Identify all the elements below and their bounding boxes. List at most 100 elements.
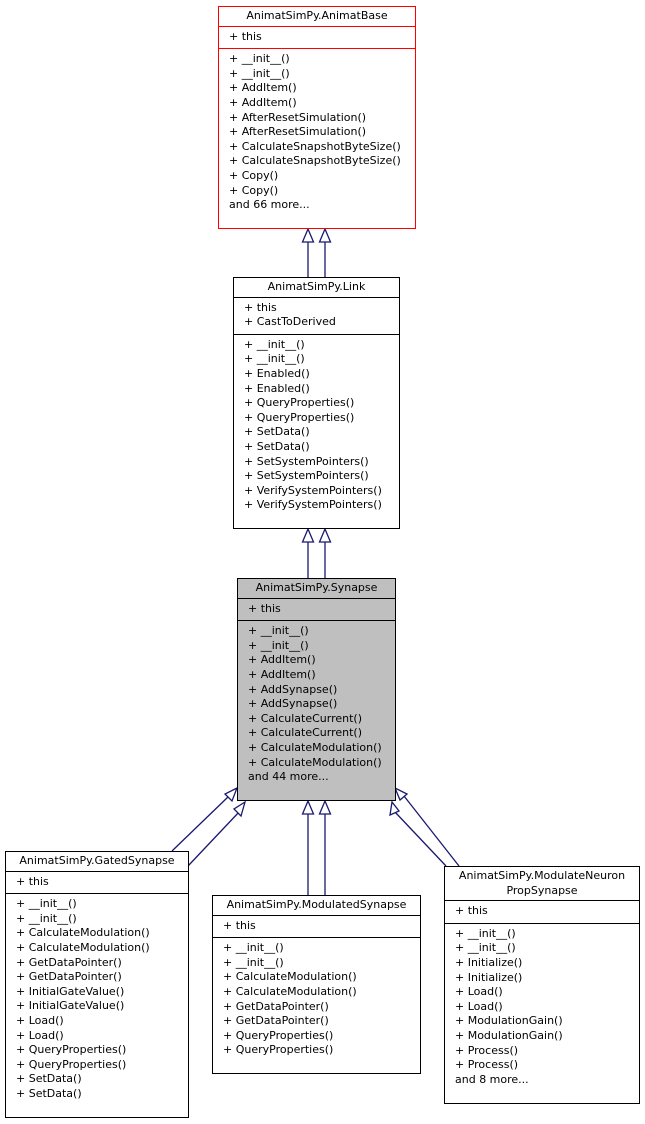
- method-list: + __init__() + __init__() + AddItem() + …: [238, 620, 395, 789]
- arrow-gated-to-synapse-1: [171, 795, 230, 852]
- arrowhead-synapse-link-2: [318, 527, 332, 543]
- method-item: + SetData(): [244, 425, 310, 439]
- class-name: AnimatSimPy.Link: [267, 280, 366, 293]
- method-item: + AfterResetSimulation(): [229, 110, 367, 124]
- class-box-modulateneuronpropsynapse[interactable]: AnimatSimPy.ModulateNeuron PropSynapse +…: [444, 866, 640, 1104]
- method-item: + CalculateSnapshotByteSize(): [229, 139, 401, 153]
- class-box-modulatedsynapse[interactable]: AnimatSimPy.ModulatedSynapse + this + __…: [212, 895, 421, 1074]
- class-box-link[interactable]: AnimatSimPy.Link + this + CastToDerived …: [233, 277, 400, 529]
- more-methods-link[interactable]: and 44 more...: [248, 770, 329, 784]
- class-box-synapse[interactable]: AnimatSimPy.Synapse + this + __init__() …: [237, 578, 396, 801]
- arrowhead-link-base-1: [301, 227, 315, 243]
- attribute-item: + this: [248, 601, 281, 615]
- method-item: + AfterResetSimulation(): [229, 125, 367, 139]
- arrowhead-modprop-synapse-2: [389, 800, 401, 817]
- method-item: + __init__(): [248, 638, 309, 652]
- method-item: + Load(): [455, 999, 503, 1013]
- more-methods-link[interactable]: and 8 more...: [455, 1072, 529, 1086]
- method-list: + __init__() + __init__() + Enabled() + …: [234, 333, 399, 517]
- method-item: + __init__(): [229, 52, 290, 66]
- arrowhead-modprop-synapse-1: [393, 786, 409, 802]
- method-item: + __init__(): [248, 624, 309, 638]
- class-name: AnimatSimPy.ModulatedSynapse: [226, 898, 407, 911]
- method-item: + CalculateSnapshotByteSize(): [229, 154, 401, 168]
- method-item: + CalculateModulation(): [248, 740, 382, 754]
- method-item: + SetSystemPointers(): [244, 454, 369, 468]
- class-name: AnimatSimPy.ModulateNeuron PropSynapse: [445, 867, 639, 900]
- method-item: + CalculateModulation(): [223, 970, 357, 984]
- arrowhead-modulated-synapse-1: [301, 799, 315, 815]
- attribute-list: + this: [6, 870, 188, 894]
- method-item: + CalculateCurrent(): [248, 711, 362, 725]
- attribute-item: + this: [16, 874, 49, 888]
- method-item: + __init__(): [223, 955, 284, 969]
- more-methods-link[interactable]: and 66 more...: [229, 198, 310, 212]
- method-item: + SetSystemPointers(): [244, 469, 369, 483]
- method-item: + SetData(): [16, 1086, 82, 1100]
- attribute-item: + this: [223, 918, 256, 932]
- method-item: + QueryProperties(): [223, 1028, 334, 1042]
- class-name: AnimatSimPy.Synapse: [255, 581, 378, 594]
- method-item: + GetDataPointer(): [223, 1014, 329, 1028]
- method-item: + CalculateModulation(): [16, 926, 150, 940]
- arrow-modprop-to-synapse-1: [394, 811, 447, 867]
- class-name: AnimatSimPy.AnimatBase: [246, 9, 388, 22]
- method-item: + QueryProperties(): [244, 410, 355, 424]
- method-item: + __init__(): [223, 941, 284, 955]
- method-item: + QueryProperties(): [16, 1057, 127, 1071]
- method-item: + Enabled(): [244, 366, 310, 380]
- method-item: + Load(): [455, 985, 503, 999]
- attribute-item: + this: [229, 29, 262, 43]
- method-item: + Process(): [455, 1043, 519, 1057]
- method-item: + SetData(): [16, 1072, 82, 1086]
- method-item: + __init__(): [16, 911, 77, 925]
- method-item: + __init__(): [455, 941, 516, 955]
- method-list: + __init__() + __init__() + CalculateMod…: [213, 937, 420, 1062]
- method-item: + AddItem(): [248, 667, 316, 681]
- method-item: + SetData(): [244, 439, 310, 453]
- method-list: + __init__() + __init__() + AddItem() + …: [219, 48, 415, 217]
- arrowhead-gated-synapse-2: [232, 800, 247, 818]
- arrowhead-modulated-synapse-2: [318, 799, 332, 815]
- method-item: + QueryProperties(): [16, 1043, 127, 1057]
- class-name: AnimatSimPy.GatedSynapse: [19, 854, 175, 867]
- method-item: + GetDataPointer(): [223, 999, 329, 1013]
- method-item: + VerifySystemPointers(): [244, 498, 382, 512]
- attribute-list: + this: [219, 25, 415, 49]
- method-list: + __init__() + __init__() + Initialize()…: [445, 922, 639, 1092]
- arrow-gated-to-synapse-2: [187, 810, 241, 867]
- method-item: + Load(): [16, 1028, 64, 1042]
- attribute-list: + this: [445, 900, 639, 923]
- method-list: + __init__() + __init__() + CalculateMod…: [6, 893, 188, 1105]
- method-item: + ModulationGain(): [455, 1014, 563, 1028]
- method-item: + ModulationGain(): [455, 1028, 563, 1042]
- method-item: + CalculateCurrent(): [248, 726, 362, 740]
- method-item: + Enabled(): [244, 381, 310, 395]
- method-item: + __init__(): [16, 897, 77, 911]
- arrowhead-link-base-2: [318, 227, 332, 243]
- method-item: + __init__(): [455, 926, 516, 940]
- class-box-gatedsynapse[interactable]: AnimatSimPy.GatedSynapse + this + __init…: [5, 851, 189, 1118]
- method-item: + Initialize(): [455, 955, 523, 969]
- method-item: + Load(): [16, 1013, 64, 1027]
- method-item: + GetDataPointer(): [16, 955, 122, 969]
- attribute-item: + this: [244, 300, 277, 314]
- method-item: + CalculateModulation(): [223, 984, 357, 998]
- attribute-list: + this: [213, 914, 420, 938]
- class-box-animatbase[interactable]: AnimatSimPy.AnimatBase + this + __init__…: [218, 6, 416, 229]
- attribute-list: + this: [238, 597, 395, 621]
- attribute-item: + CastToDerived: [244, 315, 336, 329]
- method-item: + AddSynapse(): [248, 697, 338, 711]
- method-item: + Initialize(): [455, 970, 523, 984]
- method-item: + AddItem(): [229, 95, 297, 109]
- method-item: + VerifySystemPointers(): [244, 483, 382, 497]
- method-item: + AddSynapse(): [248, 682, 338, 696]
- method-item: + CalculateModulation(): [16, 940, 150, 954]
- method-item: + __init__(): [244, 337, 305, 351]
- method-item: + AddItem(): [229, 81, 297, 95]
- method-item: + Copy(): [229, 183, 279, 197]
- arrowhead-synapse-link-1: [301, 527, 315, 543]
- arrow-modprop-to-synapse-2: [403, 795, 460, 867]
- attribute-list: + this + CastToDerived: [234, 296, 399, 334]
